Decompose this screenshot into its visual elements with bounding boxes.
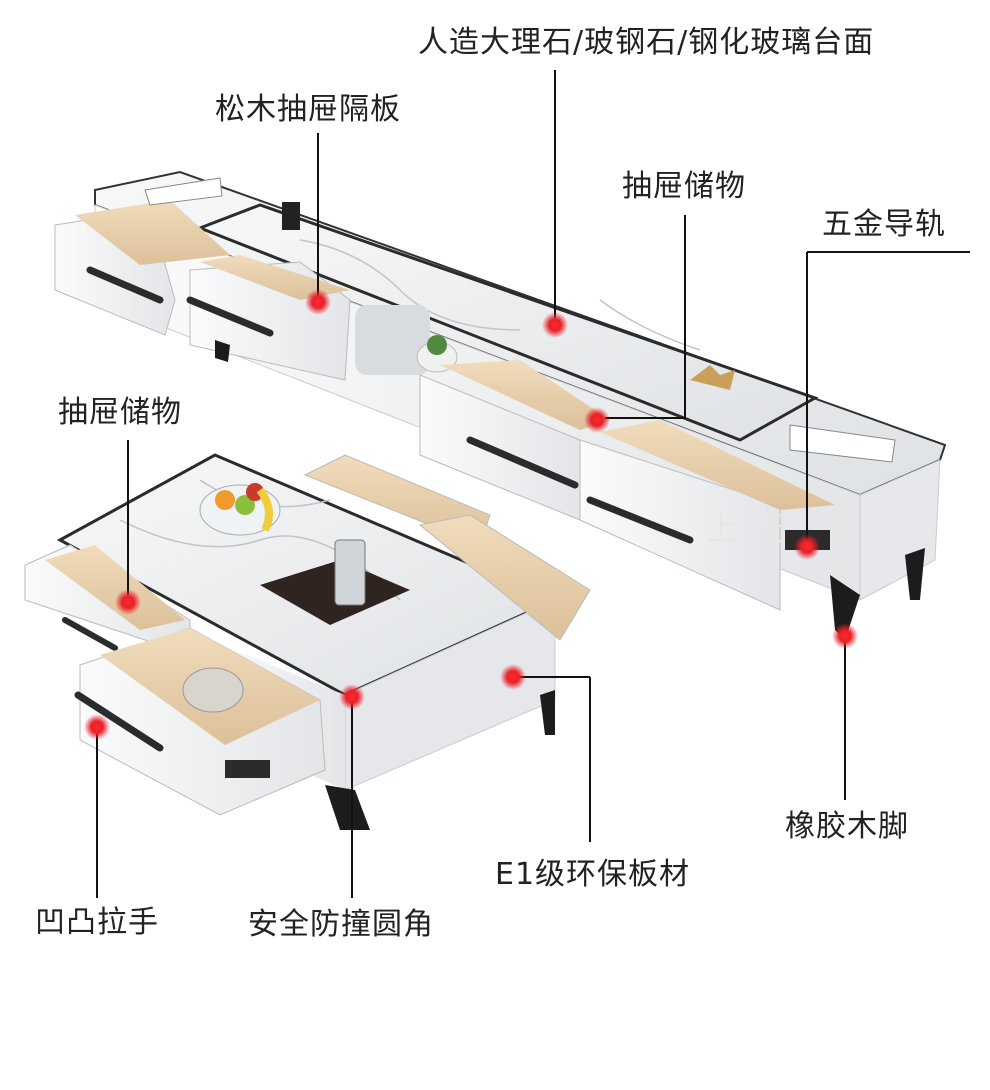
label-recessed-handle: 凹凸拉手 xyxy=(35,905,159,940)
label-pine-drawer-panel: 松木抽屉隔板 xyxy=(215,92,401,127)
label-tabletop-material: 人造大理石/玻钢石/钢化玻璃台面 xyxy=(418,25,875,60)
coffee-table xyxy=(24,453,591,830)
label-rounded-corner: 安全防撞圆角 xyxy=(248,907,434,942)
callout-dots xyxy=(84,289,858,740)
label-metal-slide-rail: 五金导轨 xyxy=(822,207,946,242)
tv-cabinet-sliding-top xyxy=(195,203,819,442)
label-drawer-storage-tv: 抽屉储物 xyxy=(622,169,746,204)
callout-lines xyxy=(96,70,970,898)
label-drawer-storage-table: 抽屉储物 xyxy=(58,395,182,430)
watermark-text: 上 天 xyxy=(705,509,784,549)
label-rubber-wood-leg: 橡胶木脚 xyxy=(785,809,909,844)
tv-cabinet xyxy=(54,170,947,640)
label-e1-board: E1级环保板材 xyxy=(495,857,691,892)
